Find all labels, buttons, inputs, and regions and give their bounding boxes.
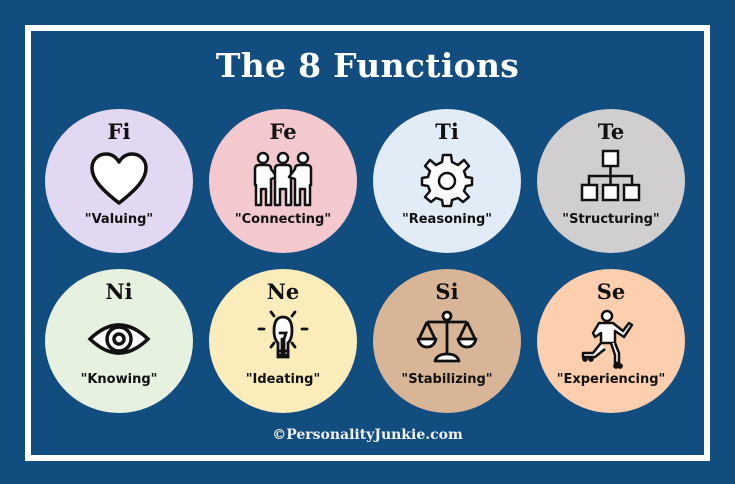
- people-icon: [251, 149, 315, 209]
- function-label: "Structuring": [562, 212, 660, 227]
- function-se: Se "Experiencing": [537, 269, 685, 413]
- function-label: "Reasoning": [401, 212, 493, 227]
- function-label: "Valuing": [84, 212, 154, 227]
- eye-icon: [87, 309, 151, 369]
- scales-icon: [415, 309, 479, 369]
- function-abbr: Ti: [435, 119, 459, 144]
- function-label: "Connecting": [234, 212, 332, 227]
- function-ni: Ni "Knowing": [45, 269, 193, 413]
- function-abbr: Fi: [107, 119, 131, 144]
- function-abbr: Te: [597, 119, 625, 144]
- function-fe: Fe "Connecting": [209, 109, 357, 253]
- function-label: "Stabilizing": [401, 372, 493, 387]
- function-label: "Knowing": [80, 372, 158, 387]
- page-title: The 8 Functions: [215, 46, 520, 85]
- function-te: Te "Structuring": [537, 109, 685, 253]
- copyright-footer: ©PersonalityJunkie.com: [272, 427, 463, 443]
- gear-icon: [415, 149, 479, 209]
- function-label: "Ideating": [245, 372, 321, 387]
- skater-icon: [579, 309, 643, 369]
- function-ti: Ti "Reasoning": [373, 109, 521, 253]
- function-abbr: Se: [596, 279, 626, 304]
- heart-icon: [87, 149, 151, 209]
- function-abbr: Ni: [105, 279, 133, 304]
- white-frame: [25, 25, 710, 461]
- hierarchy-icon: [579, 149, 643, 209]
- function-abbr: Si: [435, 279, 459, 304]
- function-fi: Fi "Valuing": [45, 109, 193, 253]
- function-ne: Ne "Ideating": [209, 269, 357, 413]
- function-abbr: Fe: [269, 119, 297, 144]
- function-label: "Experiencing": [556, 372, 666, 387]
- function-si: Si "Stabilizing": [373, 269, 521, 413]
- lightbulb-icon: [251, 309, 315, 369]
- function-abbr: Ne: [266, 279, 300, 304]
